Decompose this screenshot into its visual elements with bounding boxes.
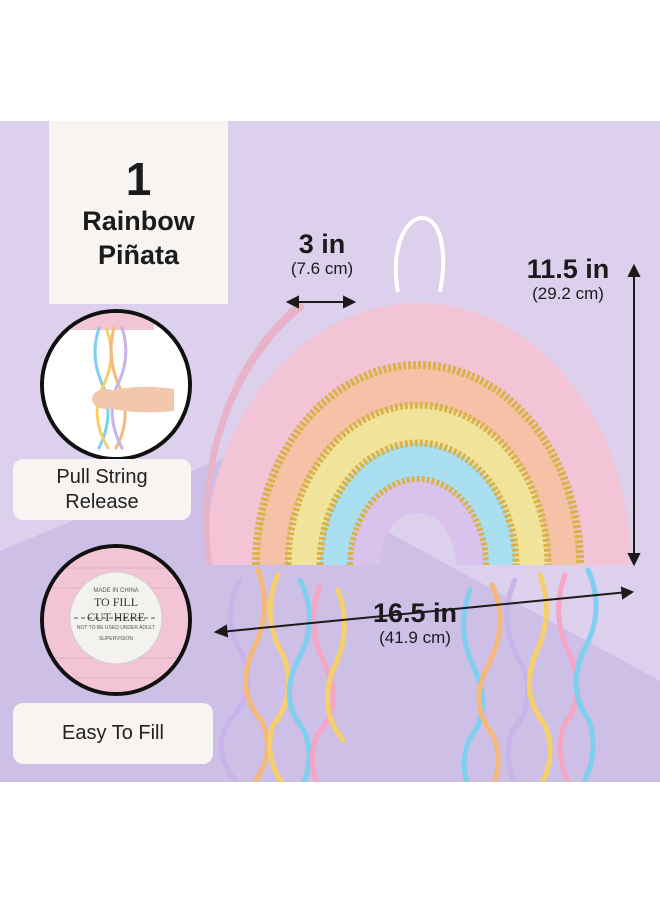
seal-line-4: NOT TO BE USED UNDER ADULT SUPERVISION xyxy=(76,625,156,642)
pull-string-photo xyxy=(40,309,192,461)
pull-string-label: Pull String Release xyxy=(13,459,191,520)
easy-to-fill-text: Easy To Fill xyxy=(62,722,164,744)
seal-line-3: CUT HERE xyxy=(86,610,146,624)
width-dimension: 16.5 in (41.9 cm) xyxy=(352,598,478,648)
seal-line-2: TO FILL xyxy=(93,595,139,609)
title-card: 1 Rainbow Piñata xyxy=(49,121,228,304)
height-metric: (29.2 cm) xyxy=(532,284,604,303)
width-metric: (41.9 cm) xyxy=(379,628,451,647)
rainbow-pinata xyxy=(203,300,631,566)
depth-value: 3 in xyxy=(298,229,346,259)
depth-dimension: 3 in (7.6 cm) xyxy=(273,229,371,279)
quantity-label: 1 xyxy=(125,152,152,205)
title-line-1: Rainbow xyxy=(82,205,195,236)
height-dimension: 11.5 in (29.2 cm) xyxy=(508,254,628,304)
pull-string-line-2: Release xyxy=(65,490,139,513)
hanging-loop xyxy=(393,215,446,293)
fill-seal-text: MADE IN CHINA TO FILL CUT HERE NOT TO BE… xyxy=(68,586,164,645)
fill-seal-photo xyxy=(40,544,192,696)
backdrop-wedge xyxy=(0,451,660,782)
pull-string-line-1: Pull String xyxy=(56,465,148,488)
dimension-arrows xyxy=(213,263,641,638)
height-value: 11.5 in xyxy=(526,254,610,284)
pull-string-illustration xyxy=(44,313,188,457)
depth-metric: (7.6 cm) xyxy=(290,259,354,278)
title-line-2: Piñata xyxy=(97,239,180,270)
easy-to-fill-label: Easy To Fill xyxy=(13,703,213,764)
seal-line-1: MADE IN CHINA xyxy=(93,588,139,594)
streamers xyxy=(218,567,599,782)
width-value: 16.5 in xyxy=(372,598,458,628)
